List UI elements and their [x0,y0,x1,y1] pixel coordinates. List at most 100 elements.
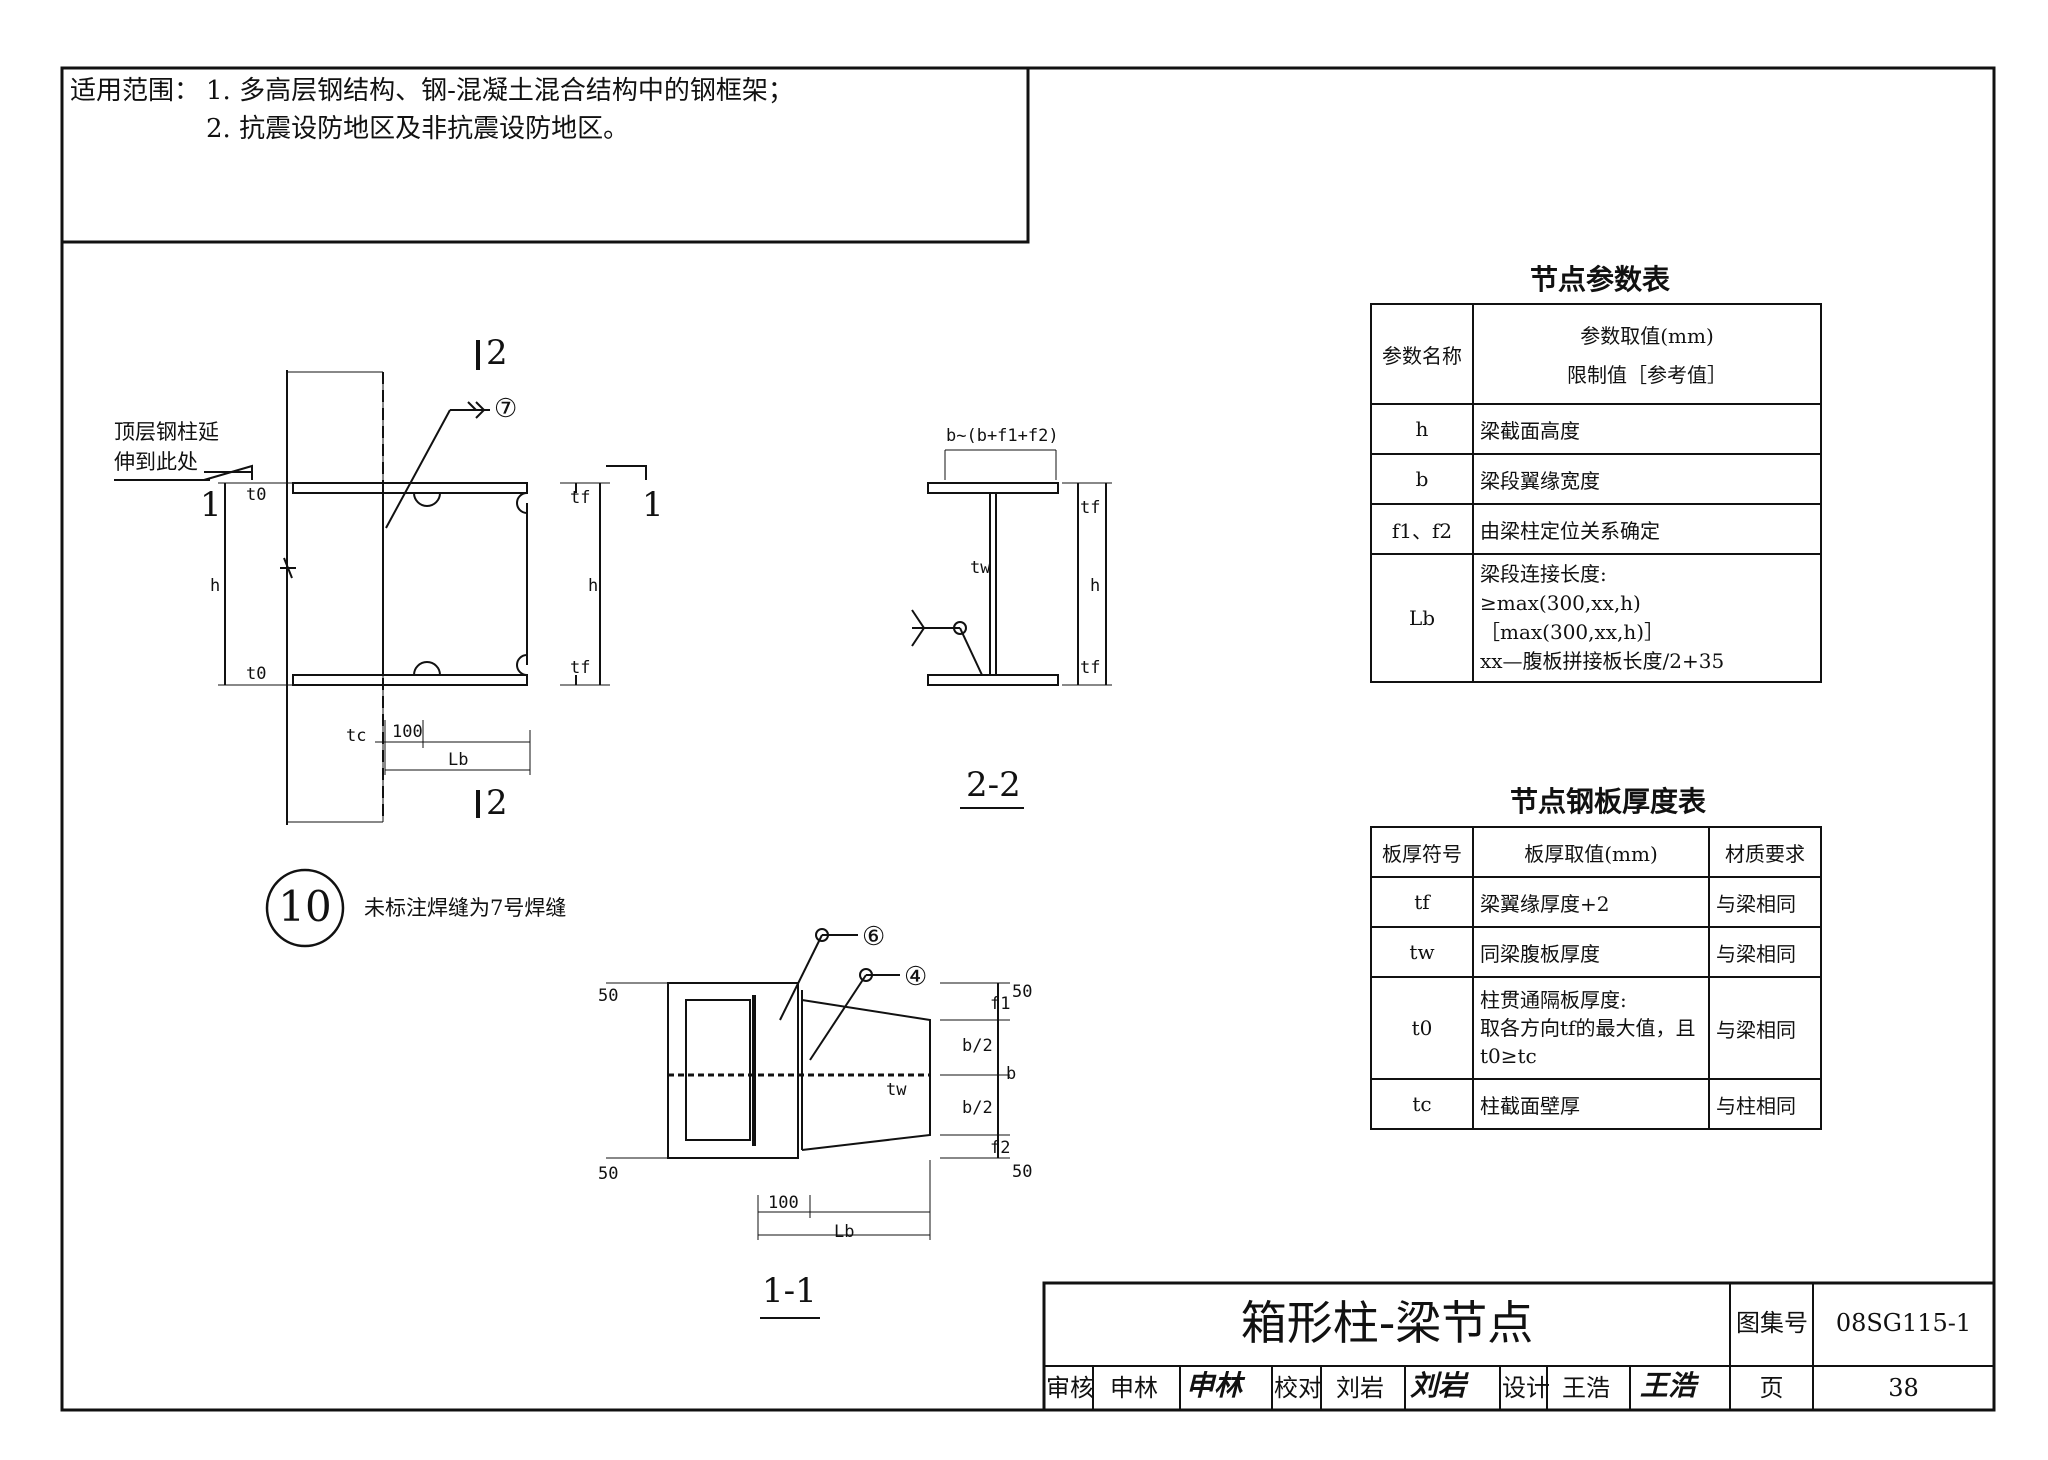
dim-50-f2-1-1: 50 [1012,1162,1033,1182]
plate-value-multiline: 柱贯通隔板厚度: 取各方向tf的最大值，且 t0≥tc [1472,976,1710,1080]
dim-50-f1-1-1: 50 [1012,982,1033,1002]
atlas-label: 图集号 [1736,1309,1808,1337]
param-lb-value: 梁段连接长度: ≥max(300,xx,h) ［max(300,xx,h)］ x… [1472,553,1822,683]
note-extend-line1: 顶层钢柱延 [114,420,219,444]
elevation-view [114,340,647,825]
dim-b2-bottom-1-1: b/2 [962,1098,993,1118]
plate-symbol: tc [1370,1078,1474,1130]
dim-width-2-2: b~(b+f1+f2) [946,426,1059,446]
section-1-1-drawing [606,928,1010,1319]
param-table-title: 节点参数表 [1530,263,1671,296]
table-row: tw 同梁腹板厚度 与梁相同 [1370,926,1822,978]
weld-ref-6: ⑥ [862,922,886,952]
plate-value: 同梁腹板厚度 [1472,926,1710,978]
plate-symbol: t0 [1370,976,1474,1080]
dim-b-1-1: b [1006,1064,1017,1084]
section-mark-1-right: 1 [642,485,664,525]
plate-symbol: tw [1370,926,1474,978]
weld-ref-4: ④ [904,962,928,992]
plate-value-line: 柱贯通隔板厚度: [1480,988,1627,1012]
dim-50-top-1-1: 50 [598,986,619,1006]
designer-signature: 王浩 [1640,1369,1697,1402]
plate-value: 柱截面壁厚 [1472,1078,1710,1130]
param-value: 梁段翼缘宽度 [1472,453,1822,505]
param-name: h [1370,403,1474,455]
table-row: tf 梁翼缘厚度+2 与梁相同 [1370,876,1822,928]
dim-tf-top: tf [570,488,591,508]
weld-ref-7: ⑦ [494,394,518,424]
scope-item-1: 1. 多高层钢结构、钢-混凝土混合结构中的钢框架； [206,76,794,106]
param-lb-line: 梁段连接长度: [1480,562,1607,586]
reviewer-signature: 申林 [1186,1369,1243,1402]
dim-h-2-2: h [1090,576,1101,596]
table-row: Lb 梁段连接长度: ≥max(300,xx,h) ［max(300,xx,h)… [1370,553,1822,683]
note-extend-line2: 伸到此处 [114,450,198,474]
dim-tw-2-2: tw [970,558,991,578]
section-2-2-drawing [911,449,1112,809]
dim-lb-elev: Lb [448,750,469,770]
plate-value-line: 取各方向tf的最大值，且 [1480,1016,1696,1040]
param-header-value-2: 限制值［参考值］ [1567,363,1727,387]
dim-100-1-1: 100 [768,1193,799,1213]
plate-value-line: t0≥tc [1480,1044,1537,1068]
dim-tf-top-2-2: tf [1080,498,1101,518]
plate-material: 与梁相同 [1708,876,1822,928]
table-row: tc 柱截面壁厚 与柱相同 [1370,1078,1822,1130]
param-name: f1、f2 [1370,503,1474,555]
param-table: 参数名称 参数取值(mm) 限制值［参考值］ h 梁截面高度 b 梁段翼缘宽度 … [1370,303,1822,683]
node-number: 10 [278,882,332,931]
node-note: 未标注焊缝为7号焊缝 [364,896,567,920]
checker-signature: 刘岩 [1410,1369,1467,1402]
plate-table: 板厚符号 板厚取值(mm) 材质要求 tf 梁翼缘厚度+2 与梁相同 tw 同梁… [1370,826,1822,1130]
param-name: Lb [1370,553,1474,683]
param-name: b [1370,453,1474,505]
dim-100-elev: 100 [392,722,423,742]
section-mark-1-left: 1 [200,485,222,525]
dim-tc: tc [346,726,367,746]
checker-name: 刘岩 [1336,1374,1384,1402]
dim-f1-1-1: f1 [990,994,1011,1014]
param-header-value: 参数取值(mm) 限制值［参考值］ [1472,303,1822,405]
page-label: 页 [1759,1374,1784,1402]
plate-material: 与柱相同 [1708,1078,1822,1130]
page-number: 38 [1888,1374,1919,1402]
param-value: 梁截面高度 [1472,403,1822,455]
table-row: b 梁段翼缘宽度 [1370,453,1822,505]
dim-tw-1-1: tw [886,1080,907,1100]
dim-tf-bottom-2-2: tf [1080,658,1101,678]
table-row: f1、f2 由梁柱定位关系确定 [1370,503,1822,555]
param-value: 由梁柱定位关系确定 [1472,503,1822,555]
node-number-circle [265,868,345,948]
param-lb-line: xx—腹板拼接板长度/2+35 [1480,649,1725,673]
dim-lb-1-1: Lb [834,1222,855,1242]
plate-header-value: 板厚取值(mm) [1472,826,1710,878]
section-mark-2-top: 2 [486,333,508,373]
param-lb-line: ≥max(300,xx,h) [1480,591,1641,615]
param-lb-line: ［max(300,xx,h)］ [1480,620,1665,644]
plate-symbol: tf [1370,876,1474,928]
review-label: 审核 [1046,1374,1094,1402]
title-block-frame [1042,1281,1996,1412]
reviewer-name: 申林 [1110,1374,1158,1402]
plate-header-material: 材质要求 [1708,826,1822,878]
scope-item-2: 2. 抗震设防地区及非抗震设防地区。 [206,114,630,144]
drawing-title: 箱形柱-梁节点 [1240,1296,1534,1350]
scope-box [60,66,1030,244]
dim-50-bottom-1-1: 50 [598,1164,619,1184]
plate-material: 与梁相同 [1708,976,1822,1080]
plate-material: 与梁相同 [1708,926,1822,978]
designer-name: 王浩 [1562,1374,1610,1402]
dim-t0-top: t0 [246,485,267,505]
section-mark-2-bottom: 2 [486,783,508,823]
dim-t0-bottom: t0 [246,664,267,684]
dim-h-right: h [588,576,599,596]
dim-tf-bottom: tf [570,658,591,678]
plate-header-symbol: 板厚符号 [1370,826,1474,878]
section-2-2-label: 2-2 [966,765,1021,805]
check-label: 校对 [1274,1374,1322,1402]
param-header-value-1: 参数取值(mm) [1580,324,1714,348]
table-row: h 梁截面高度 [1370,403,1822,455]
plate-table-title: 节点钢板厚度表 [1510,785,1707,818]
dim-f2-1-1: f2 [990,1138,1011,1158]
